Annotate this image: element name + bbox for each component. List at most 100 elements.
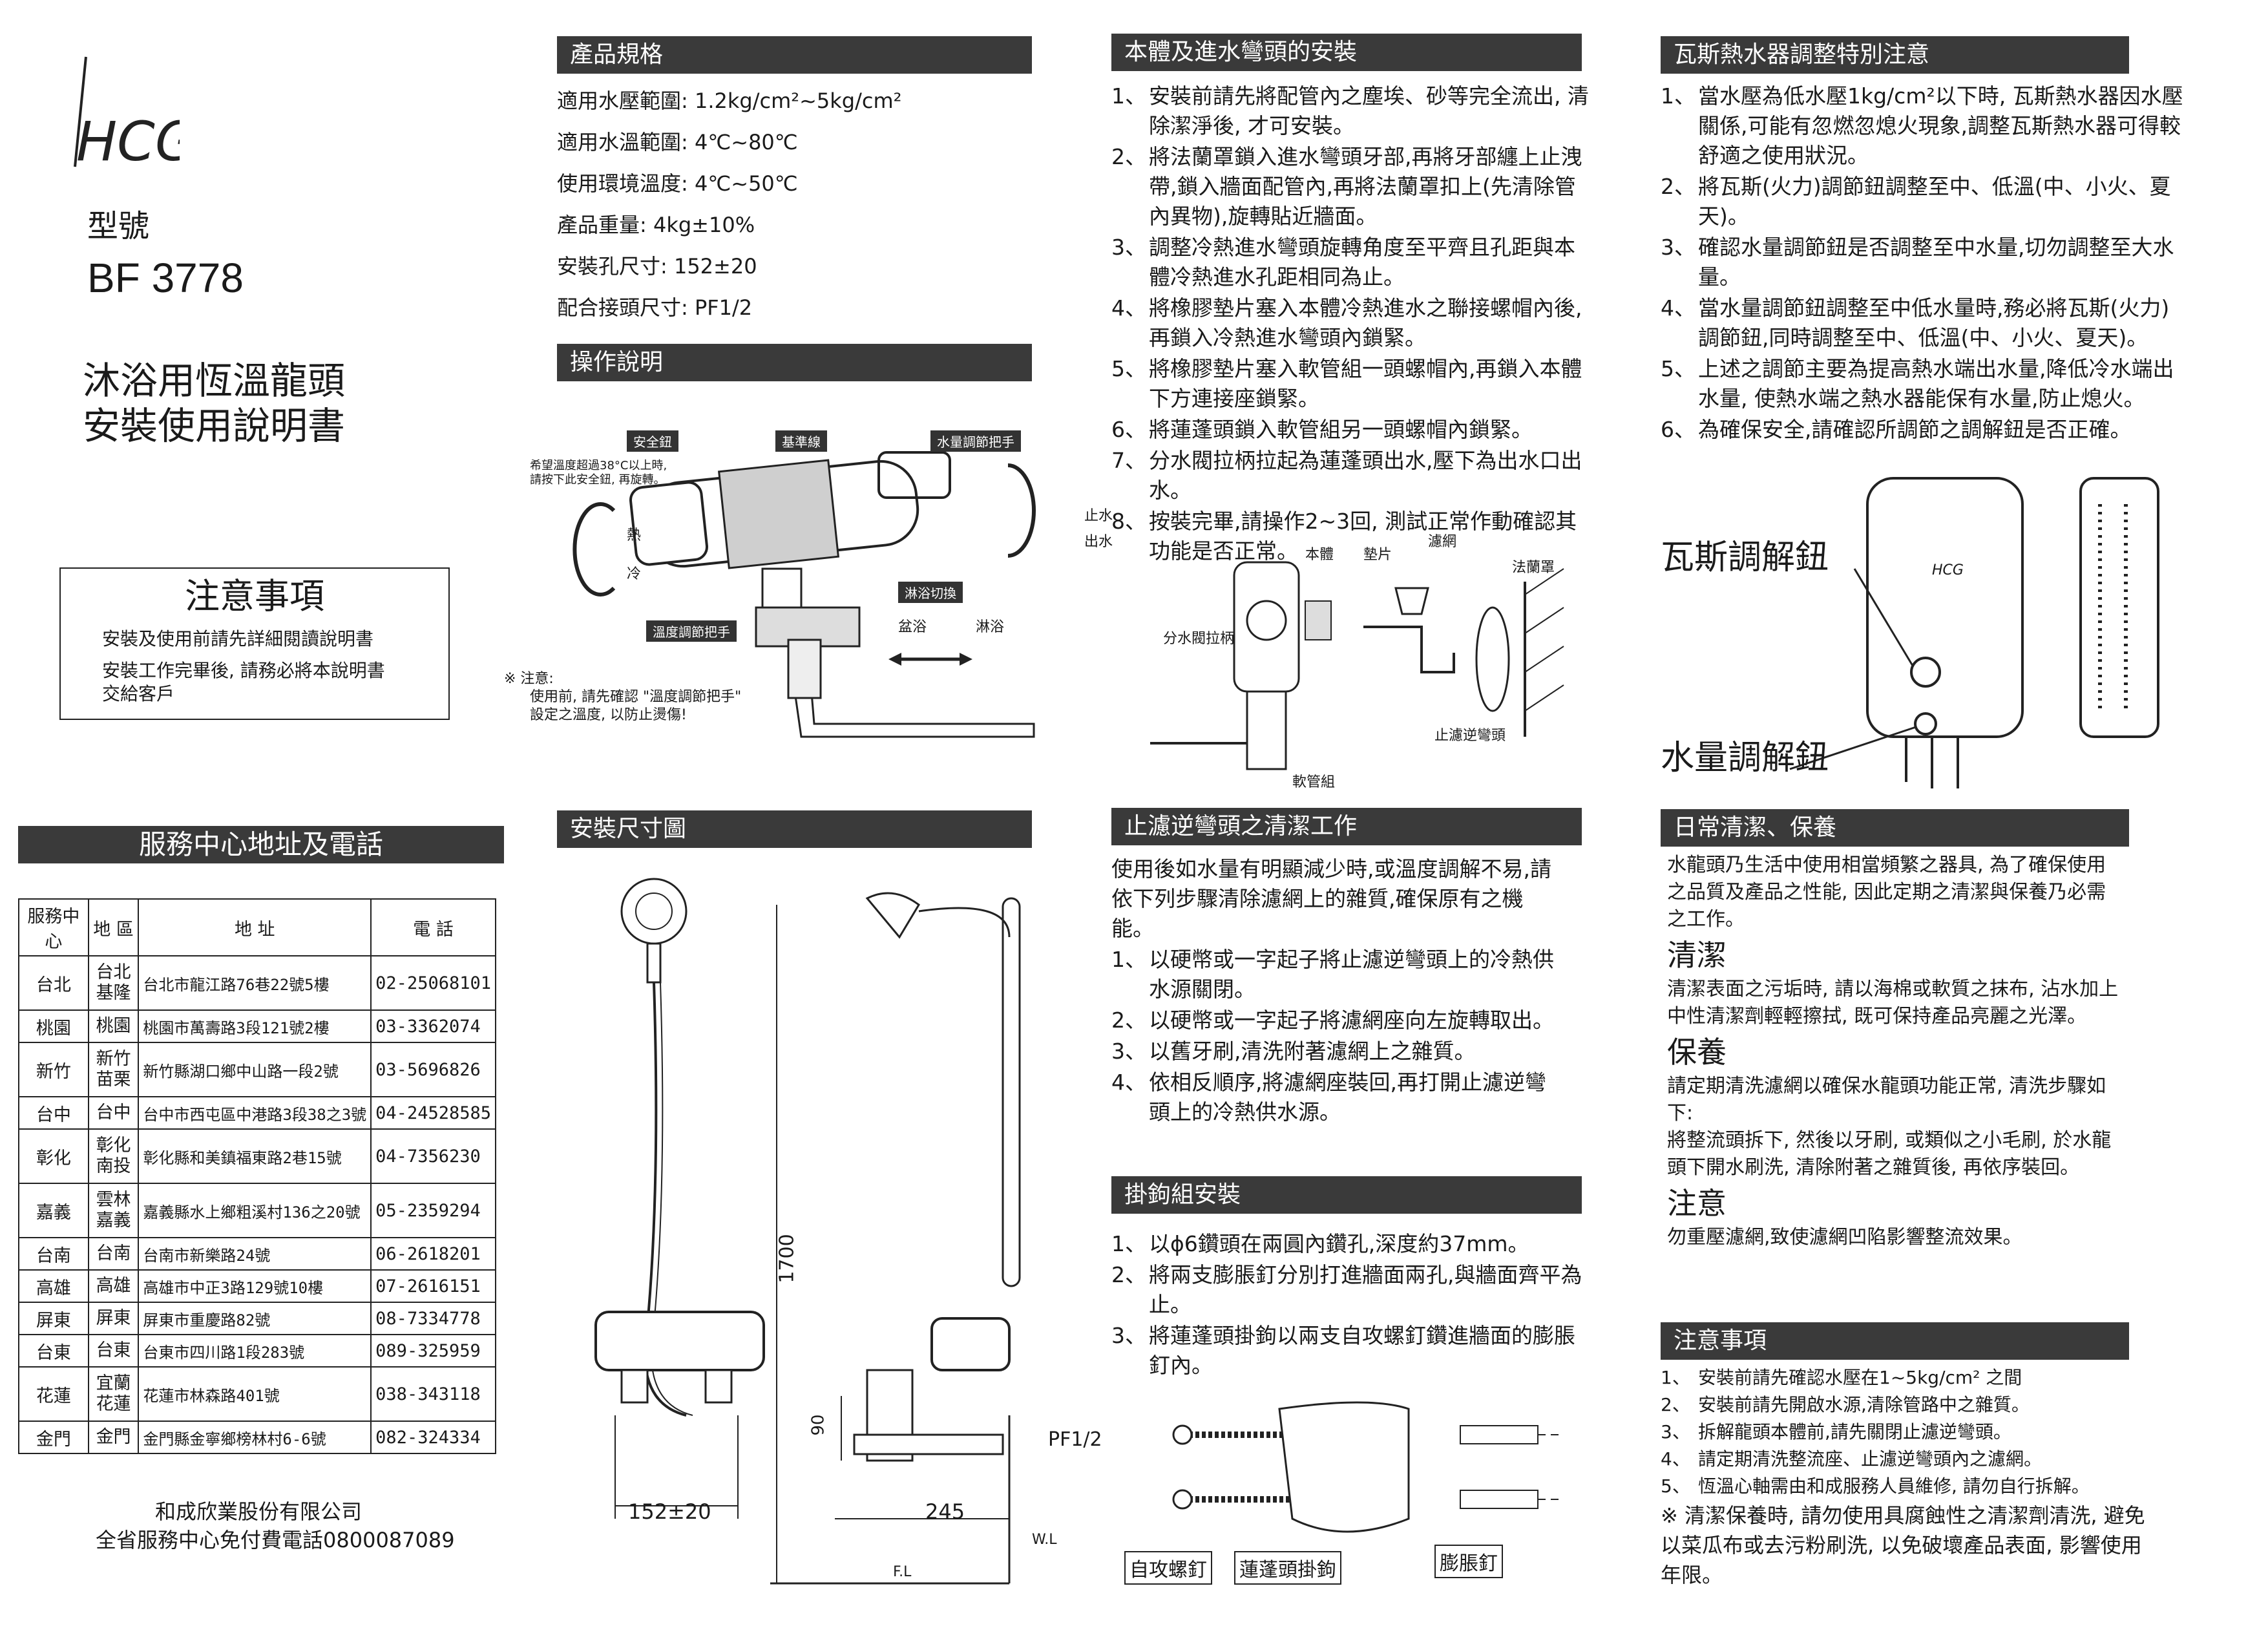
install-item-number: 1、: [1111, 83, 1146, 109]
doc-title-line1: 沐浴用恆溫龍頭: [83, 359, 346, 403]
company-name: 和成欣業股份有限公司: [155, 1499, 362, 1524]
note-mark: ※ 注意:: [504, 671, 554, 687]
cell-area: 桃園: [87, 1009, 140, 1043]
install-item-4: 4、將橡膠墊片塞入本體冷熱進水之聯接螺帽內後,再鎖入冷熱進水彎頭內鎖緊。: [1111, 293, 1590, 353]
cell-address: 屏東市重慶路82號: [138, 1302, 372, 1335]
cautions-title: 注意事項: [1674, 1327, 1767, 1354]
cell-address: 台東市四川路1段283號: [138, 1334, 372, 1368]
doc-title-line2: 安裝使用說明書: [83, 404, 346, 448]
install-item-text: 將蓮蓬頭鎖入軟管組另一頭螺帽內鎖緊。: [1149, 417, 1533, 442]
cell-address: 金門縣金寧鄉榜林村6-6號: [138, 1421, 372, 1454]
gas-heater-item-text: 確認水量調節鈕是否調整至中水量,切勿調整至大水量。: [1698, 235, 2174, 290]
cell-phone: 06-2618201: [370, 1237, 496, 1271]
caution-item-number: 1、: [1661, 1367, 1690, 1388]
hook-item-text: 以ϕ6鑽頭在兩圓內鑽孔,深度約37mm。: [1149, 1231, 1529, 1256]
caution-item-text: 恆溫心軸需由和成服務人員維修, 請勿自行拆解。: [1698, 1475, 2090, 1497]
service-hotline: 全省服務中心免付費電話0800087089: [96, 1528, 455, 1552]
label-out-water: 出水: [1084, 534, 1113, 550]
cell-center: 台中: [18, 1096, 89, 1130]
hook-item-number: 2、: [1111, 1262, 1146, 1287]
col-header-area: 地 區: [87, 898, 140, 956]
gas-heater-item-text: 將瓦斯(火力)調節鈕調整至中、低溫(中、小火、夏天)。: [1698, 174, 2171, 229]
model-label: 型號: [87, 208, 150, 244]
label-filter: 濾網: [1428, 534, 1457, 550]
clean-text: 清潔表面之污垢時, 請以海棉或軟質之抹布, 沾水加上中性清潔劑輕輕擦拭, 既可保…: [1667, 978, 2119, 1028]
care-section: 水龍頭乃生活中使用相當頻繁之器具, 為了確保使用之品質及產品之性能, 因此定期之…: [1667, 852, 2119, 1251]
dim-90: 90: [808, 1414, 828, 1436]
gas-heater-item-number: 4、: [1661, 295, 1696, 321]
filter-clean-title: 止濾逆彎頭之清潔工作: [1124, 813, 1358, 840]
hook-install-title-bar: 掛鉤組安裝: [1111, 1176, 1582, 1214]
spec-ambient-temp: 使用環境溫度: 4℃~50℃: [557, 171, 798, 196]
label-flow-handle: 水量調節把手: [930, 430, 1021, 452]
operation-title: 操作說明: [570, 349, 664, 375]
label-safety-note: 希望溫度超過38°C以上時, 請按下此安全鈕, 再旋轉。: [530, 459, 667, 487]
care-intro: 水龍頭乃生活中使用相當頻繁之器具, 為了確保使用之品質及產品之性能, 因此定期之…: [1667, 854, 2106, 931]
install-body-list: 1、安裝前請先將配管內之塵埃、砂等完全流出, 清除潔淨後, 才可安裝。2、將法蘭…: [1111, 81, 1590, 567]
install-body-title-bar: 本體及進水彎頭的安裝: [1111, 34, 1582, 71]
hcg-logo-icon: HCG: [74, 56, 197, 173]
filter-clean-title-bar: 止濾逆彎頭之清潔工作: [1111, 808, 1582, 845]
filter-clean-item-4: 4、依相反順序,將濾網座裝回,再打開止濾逆彎頭上的冷熱供水源。: [1111, 1068, 1564, 1127]
cell-center: 新竹: [18, 1042, 89, 1097]
dimension-diagram: 1700 90 152±20 245 PF1/2 W.L F.L: [557, 860, 1139, 1590]
caution-item-3: 3、拆解龍頭本體前,請先關閉止濾逆彎頭。: [1661, 1419, 2152, 1445]
cell-phone: 04-24528585: [370, 1096, 496, 1130]
install-item-text: 安裝前請先將配管內之塵埃、砂等完全流出, 清除潔淨後, 才可安裝。: [1149, 83, 1589, 138]
caution-item-number: 2、: [1661, 1394, 1690, 1415]
cell-center: 高雄: [18, 1269, 89, 1303]
install-item-text: 按裝完畢,請操作2~3回, 測試正常作動確認其功能是否正常。: [1149, 509, 1577, 564]
filter-clean-item-3: 3、以舊牙刷,清洗附著濾網上之雜質。: [1111, 1037, 1564, 1066]
dim-245: 245: [925, 1499, 965, 1524]
gas-heater-item-text: 上述之調節主要為提高熱水端出水量,降低冷水端出水量, 使熱水端之熱水器能保有水量…: [1698, 356, 2174, 411]
hook-diagram: 自攻螺釘 蓮蓬頭掛鉤 膨脹釘: [1124, 1389, 1590, 1585]
caution-item-text: 請定期清洗整流座、止濾逆彎頭內之濾網。: [1698, 1448, 2042, 1470]
install-item-text: 將橡膠墊片塞入本體冷熱進水之聯接螺帽內後,再鎖入冷熱進水彎頭內鎖緊。: [1149, 295, 1582, 350]
maint-text1: 請定期清洗濾網以確保水龍頭功能正常, 清洗步驟如下:: [1667, 1075, 2106, 1125]
caution-item-number: 5、: [1661, 1475, 1690, 1497]
col-header-phone: 電 話: [370, 898, 496, 956]
cell-phone: 05-2359294: [370, 1183, 496, 1238]
cell-address: 台中市西屯區中港路3段38之3號: [138, 1096, 372, 1130]
filter-clean-list: 1、以硬幣或一字起子將止濾逆彎頭上的冷熱供水源關閉。2、以硬幣或一字起子將濾網座…: [1111, 945, 1564, 1128]
cell-address: 高雄市中正3路129號10樓: [138, 1269, 372, 1303]
cell-center: 金門: [18, 1421, 89, 1454]
install-item-number: 6、: [1111, 417, 1146, 442]
operation-title-bar: 操作說明: [557, 344, 1032, 381]
hook-item-3: 3、將蓮蓬頭掛鉤以兩支自攻螺釘鑽進牆面的膨脹釘內。: [1111, 1321, 1590, 1380]
caution-item-text: 拆解龍頭本體前,請先關閉止濾逆彎頭。: [1698, 1421, 2011, 1442]
clean-heading: 清潔: [1667, 938, 1727, 973]
install-item-1: 1、安裝前請先將配管內之塵埃、砂等完全流出, 清除潔淨後, 才可安裝。: [1111, 81, 1590, 141]
dim-wl: W.L: [1032, 1532, 1057, 1548]
service-center-title-bar: 服務中心地址及電話: [18, 826, 504, 863]
gas-heater-list: 1、當水壓為低水壓1kg/cm²以下時, 瓦斯熱水器因水壓關係,可能有忽燃忽熄火…: [1661, 81, 2184, 446]
cell-address: 花蓮市林森路401號: [138, 1366, 372, 1422]
dimension-drawing: [594, 878, 1021, 1585]
cell-phone: 089-325959: [370, 1334, 496, 1368]
cell-address: 嘉義縣水上鄉粗溪村136之20號: [138, 1183, 372, 1238]
cell-phone: 03-3362074: [370, 1009, 496, 1043]
cell-area: 屏東: [87, 1302, 140, 1335]
label-hot: 熱: [627, 527, 642, 544]
label-gasket: 墊片: [1363, 547, 1392, 563]
install-item-text: 分水閥拉柄拉起為蓮蓬頭出水,壓下為出水口出水。: [1149, 448, 1582, 503]
dim-pf: PF1/2: [1048, 1428, 1102, 1451]
cell-address: 新竹縣湖口鄉中山路一段2號: [138, 1042, 372, 1097]
filter-clean-items: 1、以硬幣或一字起子將止濾逆彎頭上的冷熱供水源關閉。2、以硬幣或一字起子將濾網座…: [1111, 945, 1564, 1127]
filter-clean-item-number: 4、: [1111, 1070, 1146, 1095]
gas-heater-item-number: 6、: [1661, 417, 1696, 442]
care-title-bar: 日常清潔、保養: [1661, 809, 2129, 847]
gas-heater-item-number: 2、: [1661, 174, 1696, 199]
cell-center: 屏東: [18, 1302, 89, 1335]
